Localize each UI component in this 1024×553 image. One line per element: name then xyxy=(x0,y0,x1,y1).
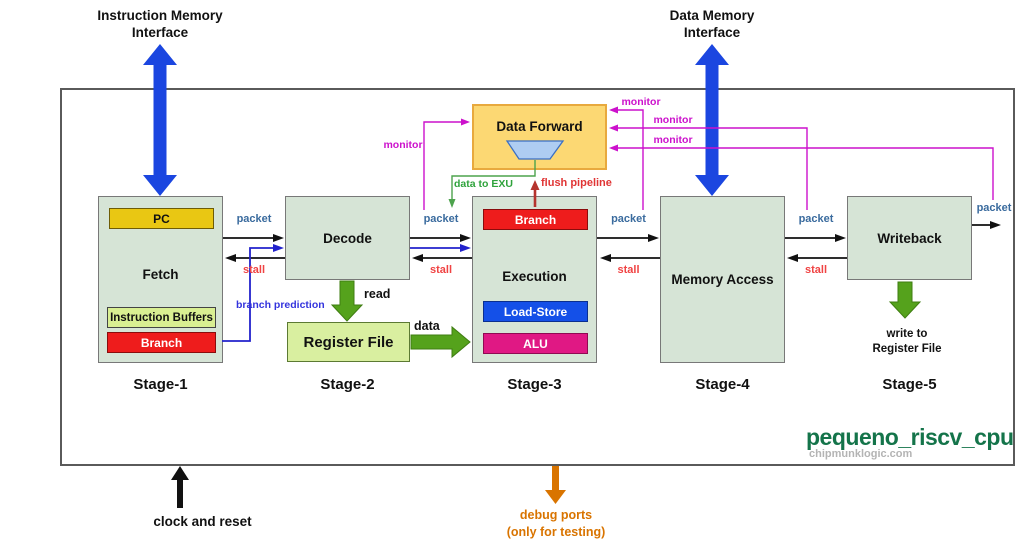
register-file-block: Register File xyxy=(287,322,410,362)
pc-block: PC xyxy=(109,208,214,229)
execution-title: Execution xyxy=(502,269,567,284)
monitor-label-left: monitor xyxy=(383,139,423,151)
packet-label-2: packet xyxy=(423,213,459,225)
stall-label-3: stall xyxy=(617,264,640,276)
monitor-label-1: monitor xyxy=(621,96,661,108)
fetch-title: Fetch xyxy=(142,267,179,282)
alu-block: ALU xyxy=(483,333,588,354)
stall-label-4: stall xyxy=(804,264,827,276)
writeback-title: Writeback xyxy=(877,230,942,246)
execution-branch-block: Branch xyxy=(483,209,588,230)
debug-ports-label: debug ports (only for testing) xyxy=(506,508,606,539)
instruction-buffers-block: Instruction Buffers xyxy=(107,307,216,328)
branch-prediction-label: branch prediction xyxy=(236,299,325,311)
packet-label-1: packet xyxy=(236,213,272,225)
execution-block: Branch Execution Load-Store ALU xyxy=(472,196,597,363)
data-label: data xyxy=(414,319,440,333)
load-store-block: Load-Store xyxy=(483,301,588,322)
stage-2-label: Stage-2 xyxy=(320,376,375,393)
read-label: read xyxy=(364,287,391,301)
writeback-block: Writeback xyxy=(847,196,972,280)
instruction-memory-interface-label: Instruction Memory Interface xyxy=(97,8,223,40)
website-label: chipmunklogic.com xyxy=(809,448,913,460)
memory-access-block: Memory Access xyxy=(660,196,785,363)
debug-ports-arrow xyxy=(545,466,566,504)
stage-5-label: Stage-5 xyxy=(882,376,937,393)
stall-label-1: stall xyxy=(242,264,265,276)
stage-4-label: Stage-4 xyxy=(695,376,750,393)
packet-label-5: packet xyxy=(976,202,1012,214)
monitor-label-3: monitor xyxy=(653,134,693,146)
packet-label-3: packet xyxy=(611,213,646,225)
packet-label-4: packet xyxy=(798,213,834,225)
clock-reset-arrow xyxy=(171,466,189,508)
stall-label-2: stall xyxy=(429,264,452,276)
data-to-exu-label: data to EXU xyxy=(454,178,513,190)
stage-1-label: Stage-1 xyxy=(133,376,188,393)
memory-access-title: Memory Access xyxy=(671,272,774,287)
decode-title: Decode xyxy=(323,230,372,246)
write-to-register-file-label: write to Register File xyxy=(872,328,942,355)
clock-and-reset-label: clock and reset xyxy=(153,514,252,529)
data-forward-title: Data Forward xyxy=(496,119,583,134)
stage-3-label: Stage-3 xyxy=(507,376,562,393)
fetch-block: PC Fetch Instruction Buffers Branch xyxy=(98,196,223,363)
branding: pequeno_riscv_cpu chipmunklogic.com xyxy=(806,424,1016,460)
fetch-branch-block: Branch xyxy=(107,332,216,353)
flush-pipeline-label: flush pipeline xyxy=(541,177,612,189)
decode-block: Decode xyxy=(285,196,410,280)
data-forward-block: Data Forward xyxy=(472,104,607,170)
monitor-label-2: monitor xyxy=(653,114,693,126)
cpu-name-label: pequeno_riscv_cpu xyxy=(806,424,1014,450)
data-memory-interface-label: Data Memory Interface xyxy=(669,8,755,40)
